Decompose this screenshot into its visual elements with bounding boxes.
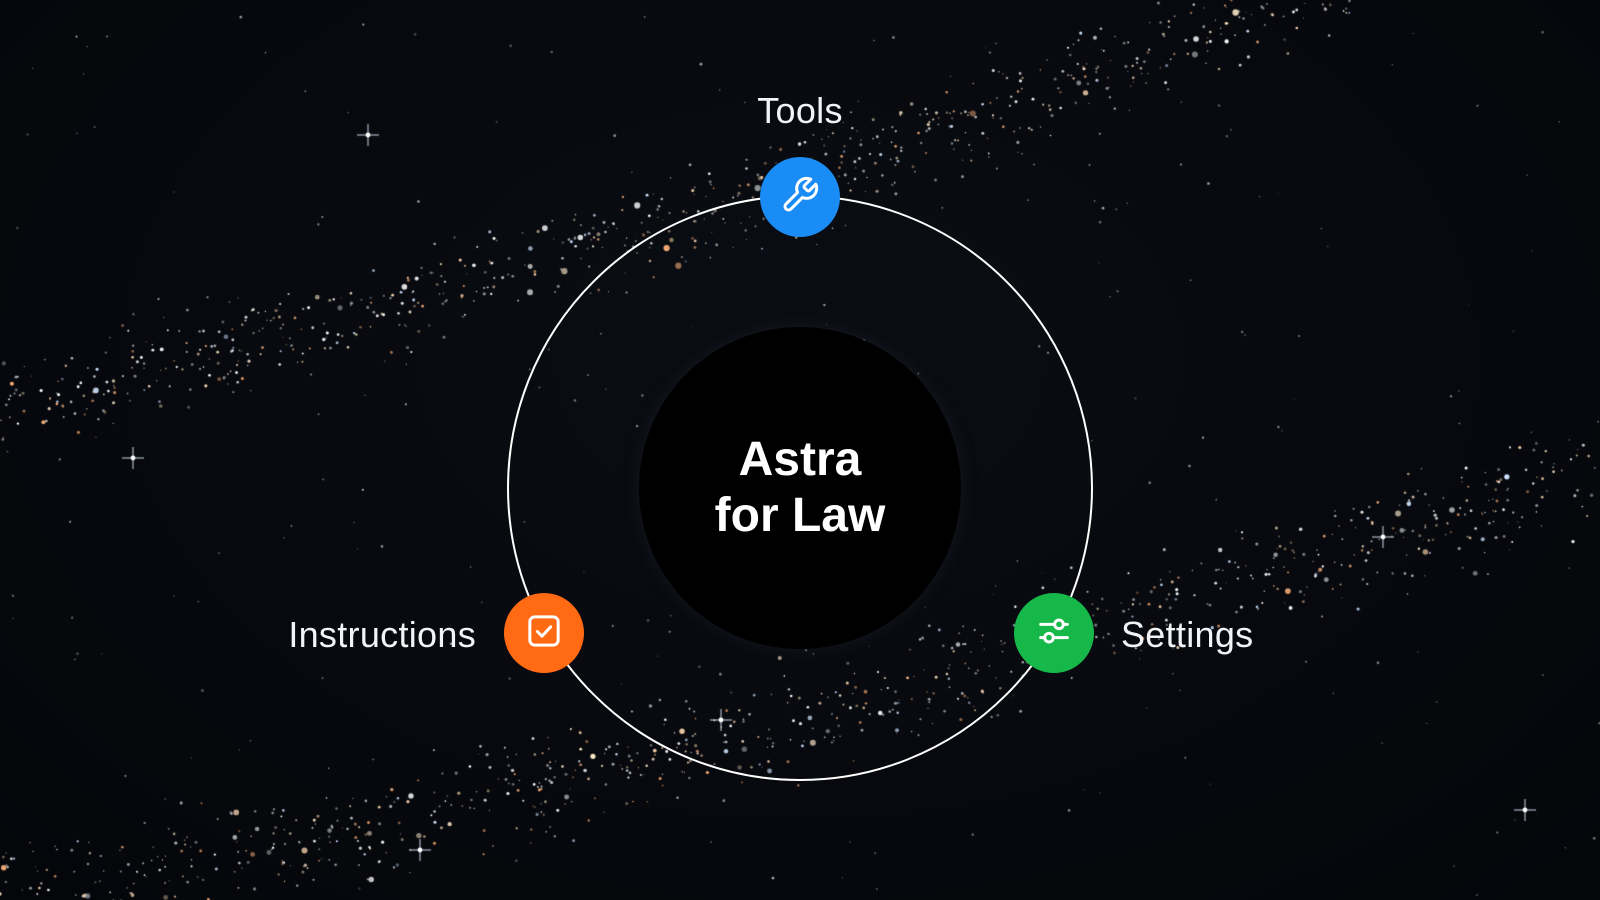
center-title-line-1: Astra [738, 433, 862, 486]
instructions-label: Instructions [288, 614, 476, 655]
core-circle [639, 327, 961, 649]
center-title: Astra for Law [715, 432, 886, 544]
settings-node[interactable] [1014, 593, 1094, 673]
center-title-line-2: for Law [714, 489, 886, 542]
settings-label: Settings [1121, 614, 1254, 655]
tools-label: Tools [757, 90, 843, 131]
wrench-icon [780, 175, 820, 220]
tools-node[interactable] [760, 157, 840, 237]
instructions-node[interactable] [504, 593, 584, 673]
sliders-icon [1034, 611, 1074, 656]
checkbox-icon [524, 611, 564, 656]
